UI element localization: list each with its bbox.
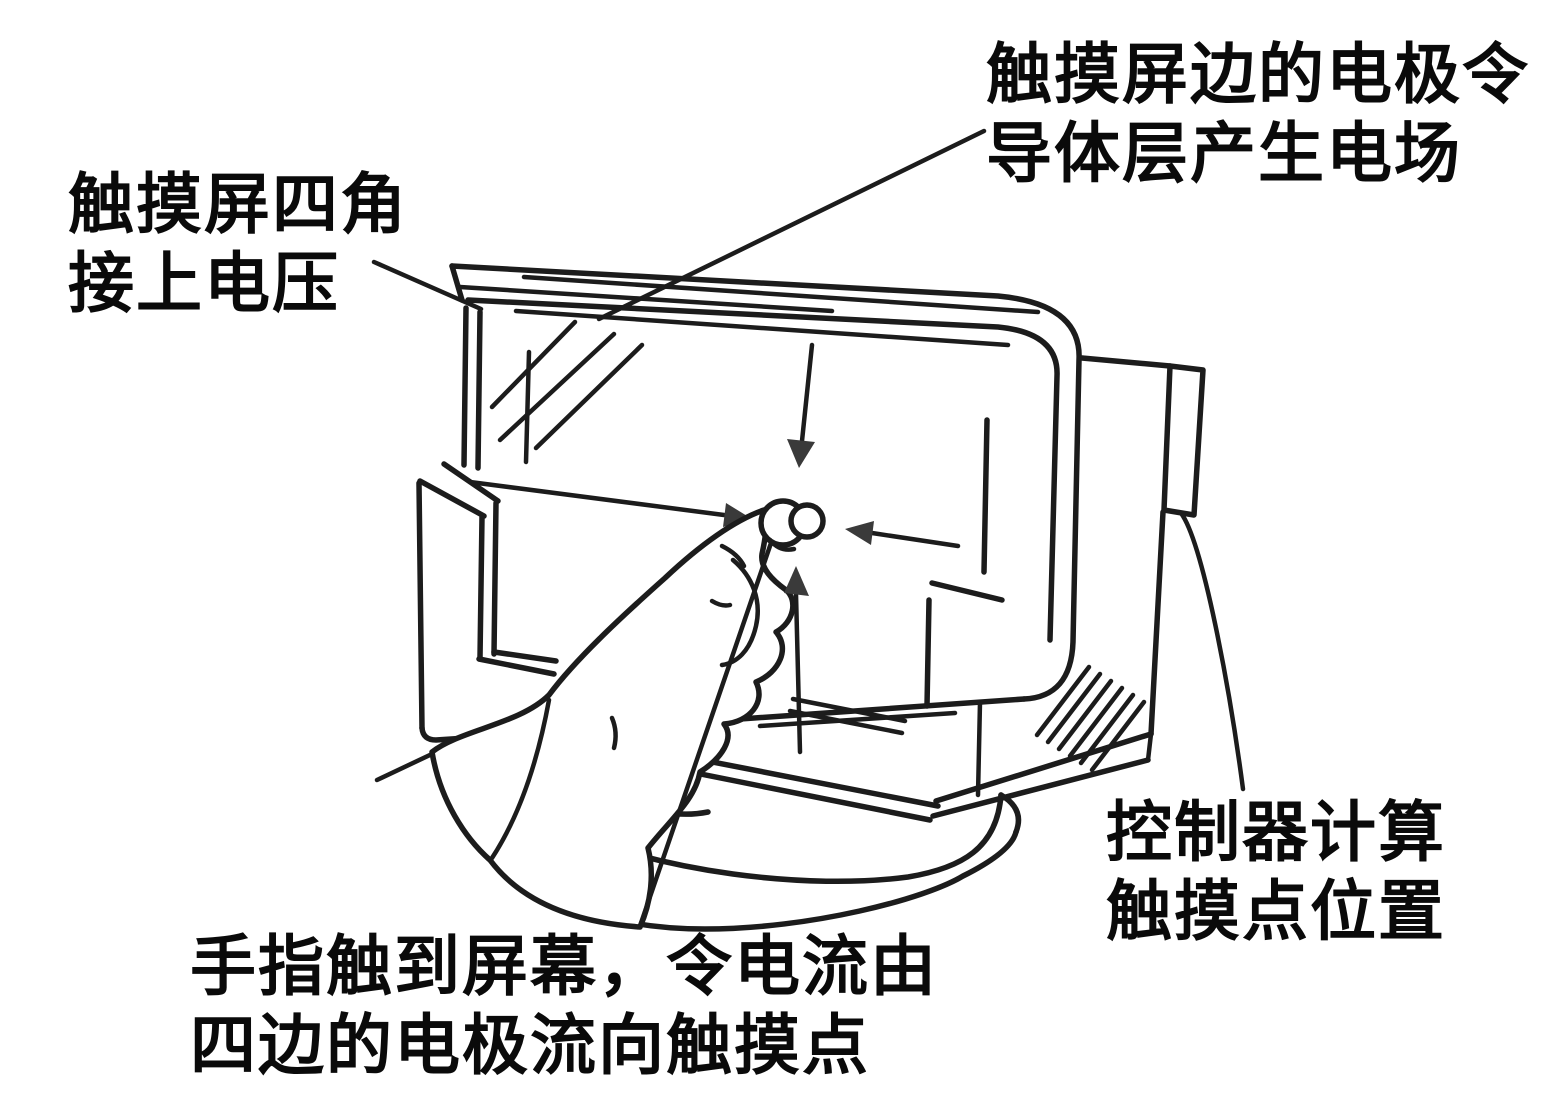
monitor-top-bezel bbox=[449, 263, 1082, 702]
label-electrode-field: 触摸屏边的电极令 导体层产生电场 bbox=[986, 36, 1530, 194]
palm-crease-2 bbox=[709, 598, 733, 608]
label-electrode-field-line1: 触摸屏边的电极令 bbox=[986, 39, 1530, 112]
thumb-line bbox=[719, 557, 760, 668]
glass-reflections bbox=[489, 319, 645, 451]
leader-touch-current bbox=[637, 540, 774, 929]
controller-strip bbox=[1161, 363, 1206, 518]
leader-lines bbox=[371, 128, 1246, 792]
screen-edges bbox=[523, 349, 1005, 709]
current-arrow-from-bottom-icon bbox=[784, 566, 809, 755]
finger-crease bbox=[719, 543, 747, 569]
current-arrow-from-left-icon bbox=[467, 479, 752, 527]
pointing-hand bbox=[429, 507, 796, 930]
fingernail-arc bbox=[767, 537, 797, 552]
label-corner-voltage: 触摸屏四角 接上电压 bbox=[68, 166, 408, 324]
label-corner-voltage-line2: 接上电压 bbox=[68, 248, 340, 321]
touch-ripple-circle bbox=[788, 502, 826, 540]
current-arrow-from-top-icon bbox=[787, 342, 815, 468]
touch-point bbox=[758, 498, 826, 552]
leader-electrode-field bbox=[596, 128, 987, 322]
monitor-side-face bbox=[930, 355, 1173, 819]
current-arrow-from-right-icon bbox=[845, 521, 961, 549]
vent-grille bbox=[1034, 664, 1147, 773]
label-controller-line2: 触摸点位置 bbox=[1106, 876, 1446, 949]
label-corner-voltage-line1: 触摸屏四角 bbox=[68, 169, 408, 242]
leader-controller bbox=[1178, 510, 1246, 792]
label-finger-current-line2: 四边的电极流向触摸点 bbox=[190, 1010, 870, 1083]
label-controller: 控制器计算 触摸点位置 bbox=[1106, 794, 1446, 952]
label-finger-current-line1: 手指触到屏幕，令电流由 bbox=[190, 931, 938, 1004]
panel-left-edge bbox=[416, 305, 563, 743]
palm-crease-1 bbox=[609, 715, 618, 751]
wrist-line bbox=[489, 697, 552, 861]
touch-panel bbox=[416, 305, 1027, 743]
label-finger-current: 手指触到屏幕，令电流由 四边的电极流向触摸点 bbox=[190, 928, 938, 1086]
panel-bottom-inner bbox=[757, 710, 958, 729]
field-arrows bbox=[467, 342, 961, 549]
label-electrode-field-line2: 导体层产生电场 bbox=[986, 118, 1462, 191]
label-controller-line1: 控制器计算 bbox=[1106, 797, 1446, 870]
leader-corner-voltage bbox=[371, 259, 484, 312]
